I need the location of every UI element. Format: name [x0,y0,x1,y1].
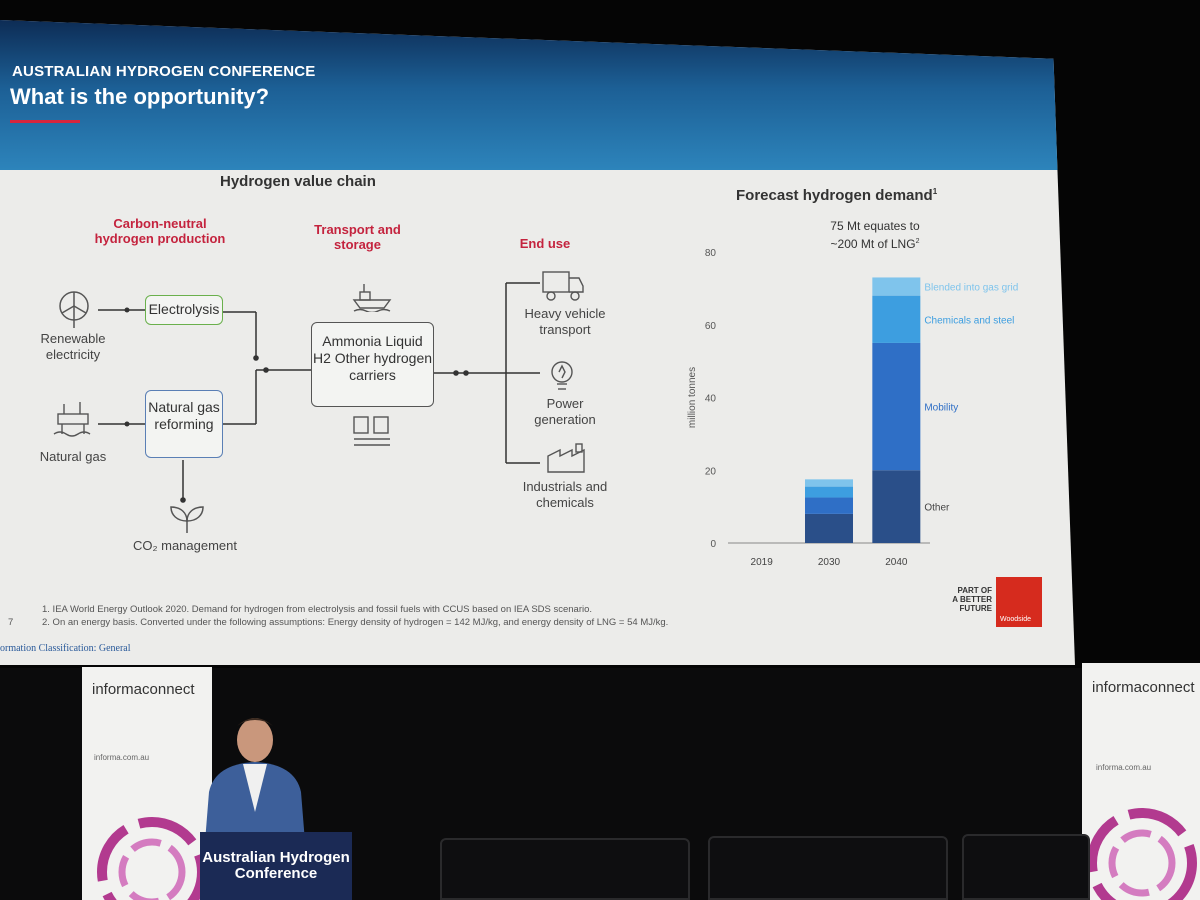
partner-text: PART OF A BETTER FUTURE [952,586,992,613]
wind-turbine-icon [59,291,89,328]
chart-title-text: Forecast hydrogen demand [736,187,933,204]
truck-icon [542,271,584,301]
right-banner-swirl [1087,808,1197,900]
ship-icon [352,284,392,312]
projection-screen: AUSTRALIAN HYDROGEN CONFERENCE What is t… [0,20,1075,665]
bar-segment [805,497,853,514]
series-label: Mobility [924,403,958,414]
woodside-logo [996,577,1042,627]
series-label: Blended into gas grid [924,283,1018,294]
podium [200,832,352,900]
right-banner-stand: informaconnect informa.com.au [1082,663,1200,900]
classification-label: ormation Classification: General [0,643,131,654]
bar-segment [872,342,921,471]
slide-title: What is the opportunity? [10,84,270,109]
left-banner-brand: informaconnect [92,681,195,698]
natural-gas-label: Natural gas [39,449,107,464]
footnote-2: 2. On an energy basis. Converted under t… [42,617,669,628]
series-label: Other [924,503,950,514]
right-banner-brand: informaconnect [1092,679,1195,696]
truck-storage-icon [353,416,390,446]
speaker-figure [205,718,305,842]
reforming-node: Natural gas reforming [145,390,223,458]
annotation-sup: 2 [915,238,920,245]
annotation-line-1: 75 Mt equates to [830,219,920,233]
bar-segment [805,479,853,487]
y-tick-label: 20 [705,466,717,477]
y-axis-label: million tonnes [687,367,698,428]
power-generation-label: Power generation [534,396,596,427]
chart-title-sup: 1 [932,187,938,196]
right-banner-url: informa.com.au [1096,763,1152,772]
left-banner-swirl [97,817,207,900]
footnote-1: 1. IEA World Energy Outlook 2020. Demand… [42,604,593,615]
bar-segment [872,470,921,543]
chart-title: Forecast hydrogen demand1 [736,187,937,204]
leaf-sprout-icon [170,506,204,533]
industrials-label: Industrials and chemicals [522,479,608,510]
gas-platform-icon [53,402,91,437]
lightbulb-icon [551,361,573,390]
conference-name: AUSTRALIAN HYDROGEN CONFERENCE [12,63,316,80]
chair [708,836,948,900]
heavy-vehicle-label: Heavy vehicle transport [524,306,606,337]
annotation-line-2: ~200 Mt of LNG [830,237,916,251]
left-banner-url: informa.com.au [94,753,150,762]
co2-management-label: CO₂ management [132,538,238,553]
bar-segment [805,486,853,498]
bar-segment [872,295,921,343]
value-chain-heading: Hydrogen value chain [220,173,376,190]
bar-segment [872,277,921,296]
x-tick-label: 2040 [885,557,908,568]
bar-segment [805,513,853,543]
factory-icon [547,443,585,473]
y-tick-label: 40 [705,394,717,405]
carriers-node: Ammonia Liquid H2 Other hydrogen carrier… [311,322,434,407]
podium-label: Australian Hydrogen Conference [202,849,350,882]
x-tick-label: 2030 [818,557,841,568]
y-tick-label: 60 [705,321,717,332]
series-label: Chemicals and steel [924,315,1014,326]
title-underline [10,120,80,123]
chair [962,834,1090,900]
renewable-electricity-label: Renewable electricity [40,331,106,362]
chair [440,838,690,900]
left-banner-stand: informaconnect informa.com.au [82,667,212,900]
woodside-logo-text: Woodside [1000,616,1032,623]
x-tick-label: 2019 [751,557,774,568]
col-production-header: Carbon-neutral hydrogen production [94,216,226,246]
page-number: 7 [8,617,14,628]
col-transport-header: Transport and storage [314,222,401,252]
y-tick-label: 0 [710,539,716,550]
chart-annotation: 75 Mt equates to ~200 Mt of LNG2 [815,218,935,252]
y-tick-label: 80 [705,248,717,259]
electrolysis-node: Electrolysis [145,295,223,325]
col-end-use-header: End use [519,236,571,251]
value-chain-connectors [98,282,540,503]
